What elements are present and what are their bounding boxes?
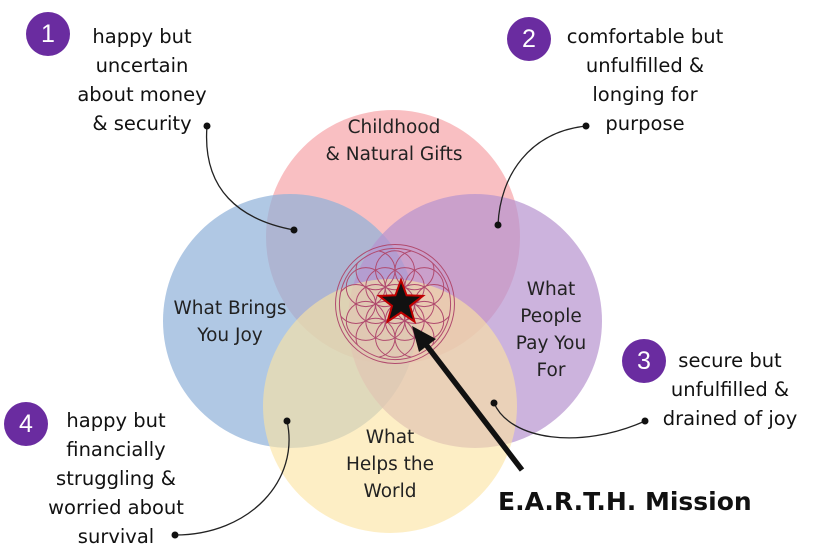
note-line: financially — [66, 438, 166, 461]
label-line: World — [363, 481, 417, 502]
note-line: unfulfilled & — [585, 54, 705, 77]
flower-outer-ring — [335, 244, 455, 364]
connector-4-dot — [171, 531, 179, 539]
mission-label: E.A.R.T.H. Mission — [498, 487, 752, 516]
note-line: & security — [92, 112, 192, 135]
note-line: about money — [77, 83, 207, 106]
note-line: comfortable but — [566, 25, 724, 48]
note-line: purpose — [605, 112, 685, 135]
note-line: drained of joy — [662, 407, 798, 430]
label-line: For — [536, 360, 566, 381]
flower-outer-ring — [338, 247, 452, 361]
note-line: unfulfilled & — [670, 378, 790, 401]
note-3: secure but unfulfilled & drained of joy — [652, 346, 808, 433]
note-line: uncertain — [95, 54, 189, 77]
star-icon — [376, 277, 426, 324]
connector-1-dot — [203, 122, 211, 130]
note-line: secure but — [678, 349, 782, 372]
label-line: Helps the — [345, 454, 435, 475]
label-world: What Helps the World — [330, 424, 450, 505]
connector-2 — [497, 125, 587, 226]
label-line: & Natural Gifts — [325, 144, 463, 165]
mission-arrow-shaft — [421, 340, 525, 472]
note-line: worried about — [48, 496, 184, 519]
label-line: People — [520, 306, 582, 327]
connector-3-end — [490, 399, 498, 407]
connector-1 — [205, 125, 295, 231]
connector-2-end — [494, 221, 502, 229]
badge-3: 3 — [622, 339, 666, 383]
note-4: happy but financially struggling & worri… — [36, 406, 196, 551]
connector-2-dot — [582, 122, 590, 130]
note-line: struggling & — [56, 467, 176, 490]
note-2: comfortable but unfulfilled & longing fo… — [552, 22, 738, 138]
label-line: What — [365, 427, 415, 448]
note-line: happy but — [92, 25, 192, 48]
circle-world — [263, 279, 517, 533]
label-childhood: Childhood & Natural Gifts — [300, 114, 488, 168]
label-line: What Brings — [173, 298, 287, 319]
connector-3-dot — [641, 417, 649, 425]
mission-arrow-head — [412, 326, 436, 352]
label-pay: What People Pay You For — [495, 276, 607, 384]
note-1: happy but uncertain about money & securi… — [62, 22, 222, 138]
connector-4-end — [283, 417, 291, 425]
badge-4: 4 — [4, 402, 48, 446]
label-line: You Joy — [197, 325, 263, 346]
label-joy: What Brings You Joy — [160, 295, 300, 349]
connector-3 — [493, 402, 646, 439]
connector-1-end — [290, 226, 298, 234]
connector-4 — [174, 420, 290, 536]
flower-petal-circle — [404, 267, 445, 308]
note-line: happy but — [66, 409, 166, 432]
badge-1: 1 — [26, 12, 70, 56]
label-line: Childhood — [347, 117, 441, 138]
note-line: longing for — [592, 83, 698, 106]
note-line: survival — [77, 525, 155, 548]
badge-2: 2 — [507, 17, 551, 61]
label-line: What — [526, 279, 576, 300]
label-line: Pay You — [515, 333, 587, 354]
